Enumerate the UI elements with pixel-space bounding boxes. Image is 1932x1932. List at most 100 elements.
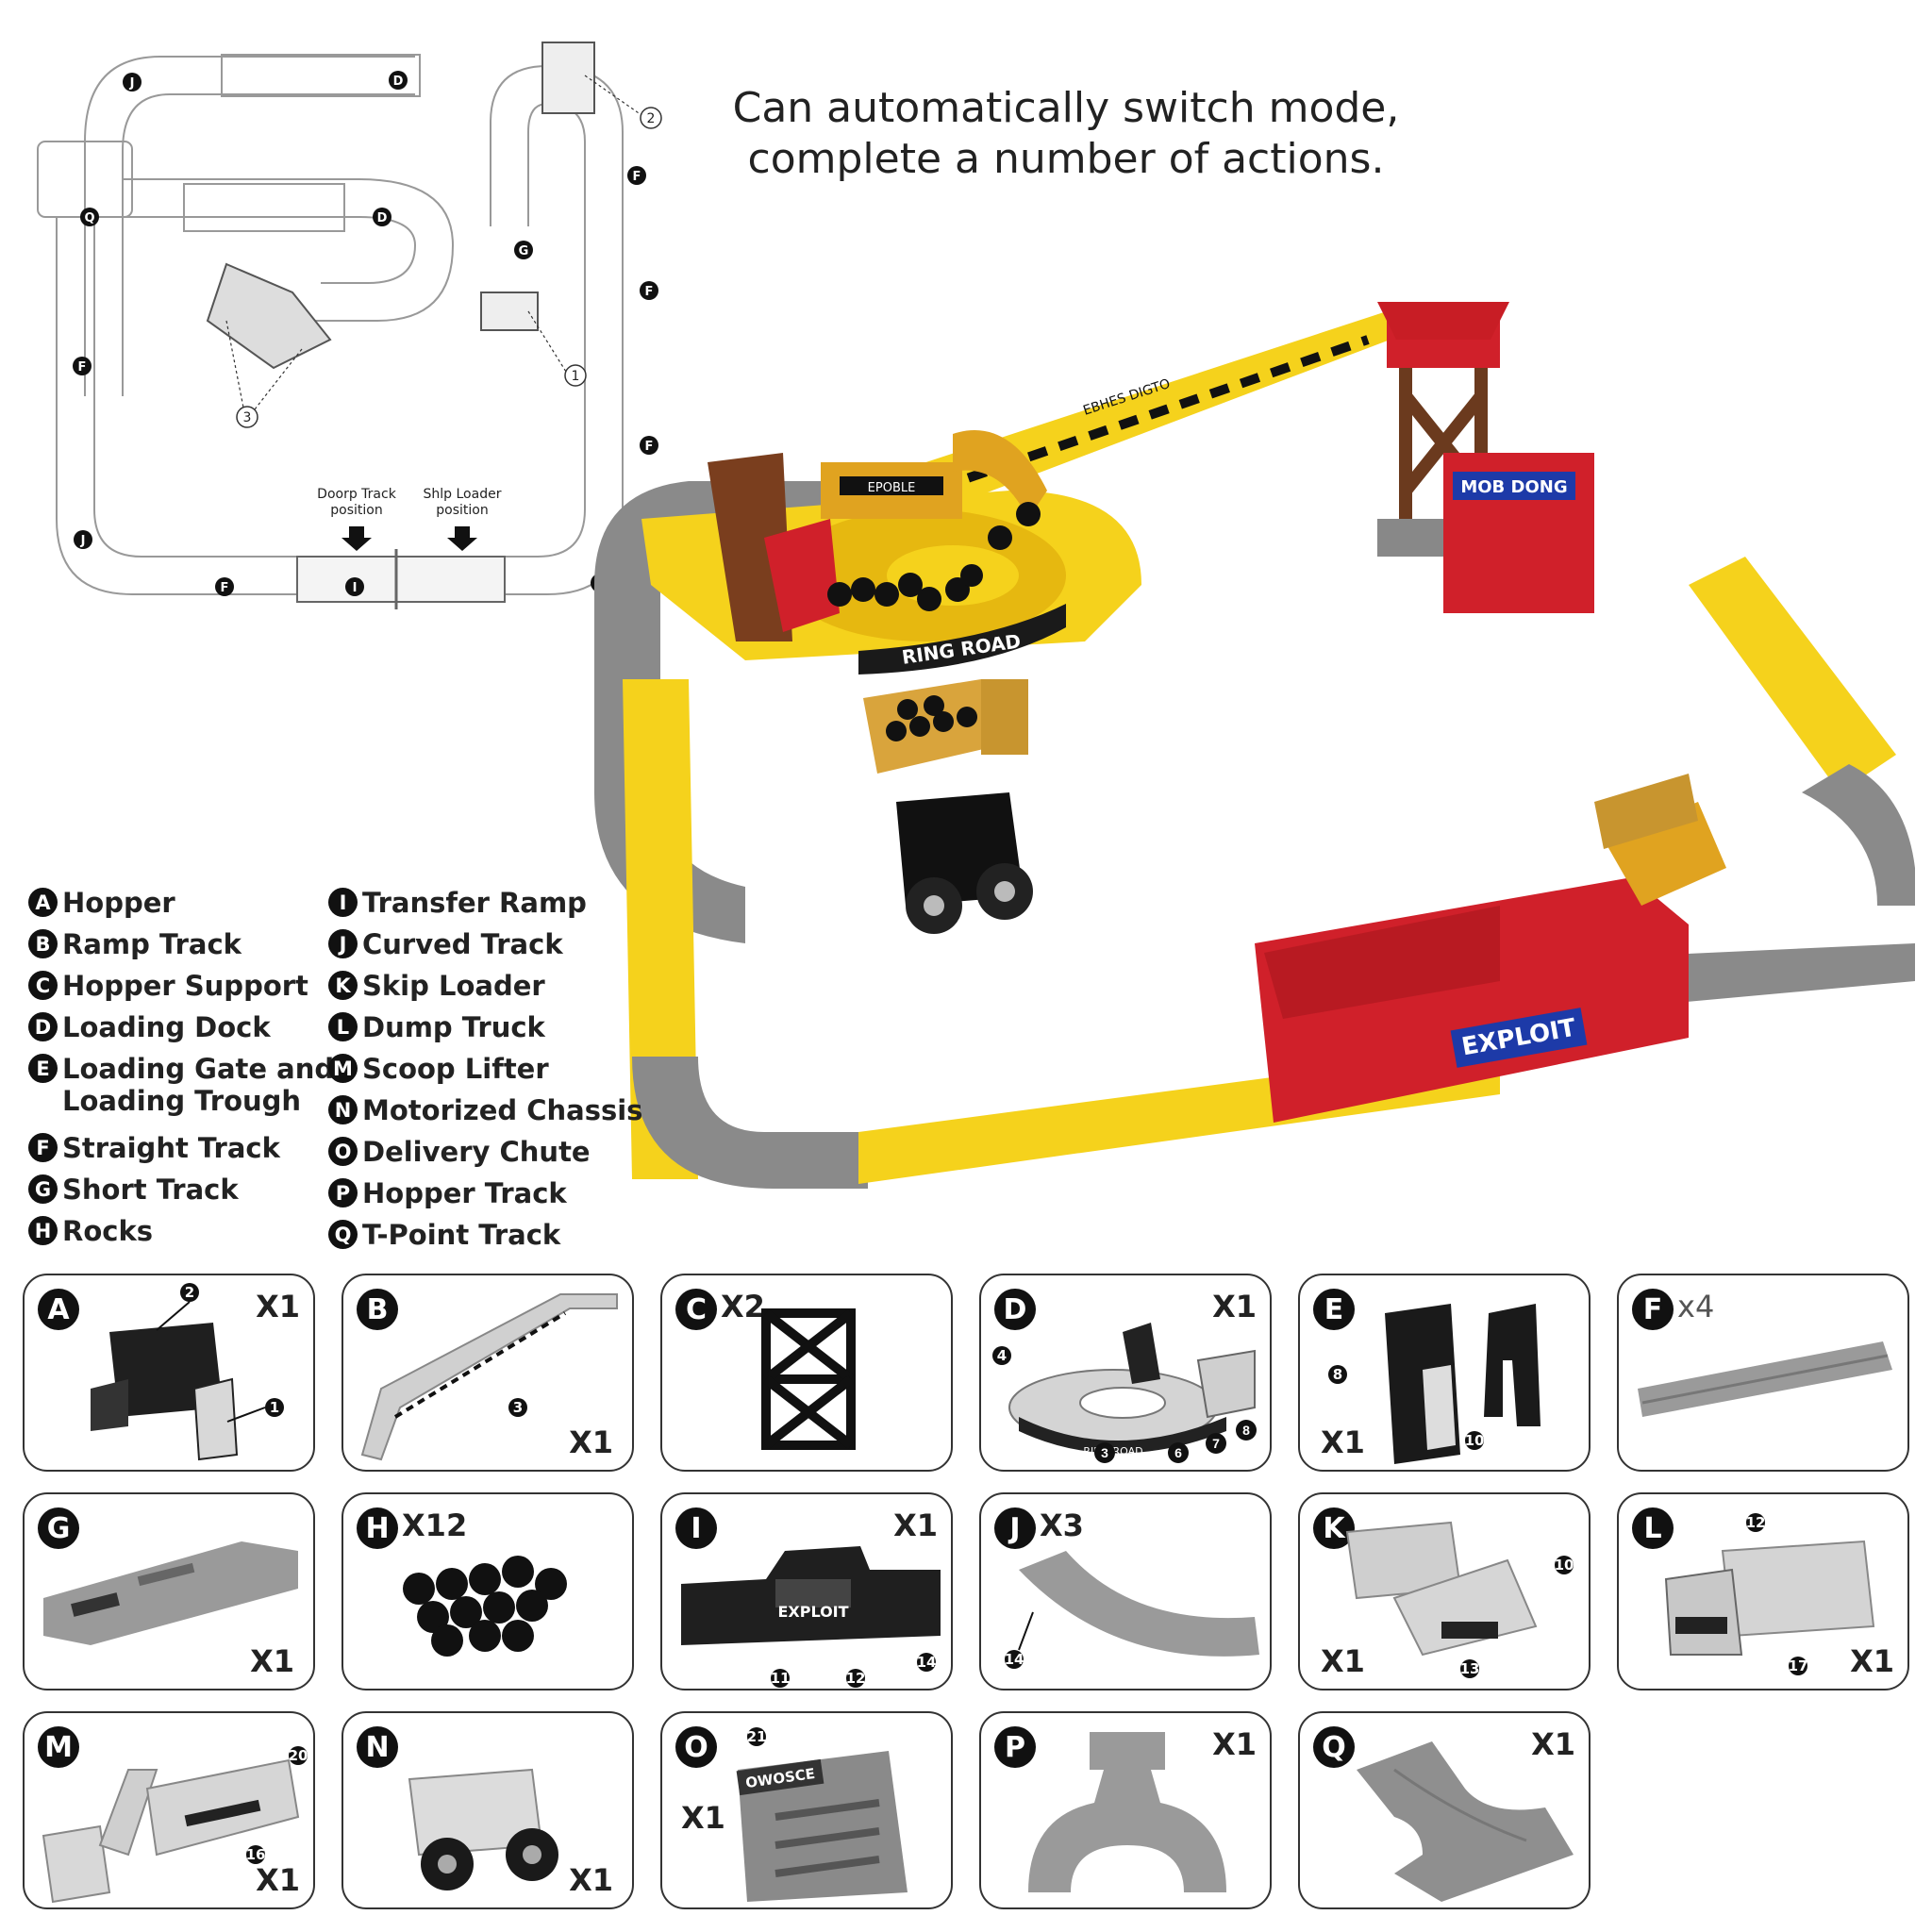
legend-badge: K <box>328 971 358 1000</box>
legend-label: Curved Track <box>362 928 563 960</box>
part-qty: X1 <box>256 1289 300 1324</box>
part-qty: X1 <box>250 1643 294 1679</box>
legend-badge: N <box>328 1095 358 1124</box>
legend-badge: H <box>28 1216 58 1245</box>
yellow-track-right <box>1689 557 1896 792</box>
part-num: 21 <box>747 1728 767 1745</box>
part-card-e: E X1 8 10 <box>1298 1274 1591 1472</box>
part-num: 3 <box>513 1399 523 1416</box>
part-badge: F <box>1632 1289 1674 1330</box>
curved-track-part: 14 <box>1005 1551 1259 1669</box>
delivery-chute <box>708 453 792 641</box>
motorized-chassis-part <box>408 1768 558 1890</box>
part-num: 8 <box>1333 1366 1342 1383</box>
part-card-i: I X1 EXPLOIT 11 12 14 <box>660 1492 953 1690</box>
legend-label: Hopper Support <box>62 970 308 1002</box>
diagram-letter-f-bottom: F <box>221 581 229 595</box>
legend-label: Short Track <box>62 1174 239 1206</box>
diagram-letter-g: G <box>519 244 529 258</box>
part-badge: N <box>357 1726 398 1768</box>
part-card-a: A X1 2 1 <box>23 1274 315 1472</box>
part-num: 13 <box>1460 1660 1480 1677</box>
delivery-chute-part: OWOSCE 21 <box>736 1727 908 1902</box>
diagram-letter-q: Q <box>84 211 94 225</box>
part-card-m: M X1 20 16 <box>23 1711 315 1909</box>
part-badge: O <box>675 1726 717 1768</box>
part-badge: H <box>357 1507 398 1549</box>
part-badge: P <box>994 1726 1036 1768</box>
grey-track-right-curve <box>1802 764 1915 906</box>
legend-label: Scoop Lifter <box>362 1053 549 1085</box>
part-num: 3 <box>1094 1442 1115 1463</box>
headline: Can automatically switch mode, complete … <box>717 83 1415 185</box>
part-qty: X1 <box>1212 1289 1257 1324</box>
part-qty: X1 <box>893 1507 938 1543</box>
part-num: 4 <box>997 1347 1007 1364</box>
legend-label: Delivery Chute <box>362 1136 591 1168</box>
loading-dock-part: RING ROAD 4 <box>992 1323 1256 1457</box>
legend-badge: E <box>28 1054 58 1083</box>
part-num: 16 <box>246 1846 266 1863</box>
transfer-ramp-part: EXPLOIT 11 12 14 <box>681 1546 941 1688</box>
part-num: 8 <box>1236 1420 1257 1441</box>
part-num: 14 <box>1005 1651 1024 1668</box>
part-badge: G <box>38 1507 79 1549</box>
legend-label: Hopper Track <box>362 1177 567 1209</box>
legend-badge: J <box>328 929 358 958</box>
legend-badge: B <box>28 929 58 958</box>
legend-label: T-Point Track <box>362 1219 561 1251</box>
headline-line-1: Can automatically switch mode, <box>732 84 1400 132</box>
diagram-letter-f-right-mid: F <box>645 285 654 299</box>
straight-track-part <box>1638 1341 1892 1417</box>
hopper-sign: EPOBLE <box>868 481 916 495</box>
legend-badge: D <box>28 1012 58 1041</box>
part-card-o: O X1 OWOSCE 21 <box>660 1711 953 1909</box>
part-card-c: C X2 <box>660 1274 953 1472</box>
legend-badge: I <box>328 888 358 917</box>
legend-label: Transfer Ramp <box>362 887 587 919</box>
scoop-arm <box>953 430 1047 519</box>
diagram-letter-d-top: D <box>393 75 404 89</box>
part-card-h: H X12 <box>341 1492 634 1690</box>
part-qty: X1 <box>1321 1643 1365 1679</box>
grey-track-bottom-left <box>632 1057 868 1189</box>
dump-track-label-2: position <box>330 503 382 518</box>
part-qty: X1 <box>681 1800 725 1836</box>
legend-badge: C <box>28 971 58 1000</box>
skip-loader-part: 10 13 <box>1345 1521 1574 1678</box>
part-num: 10 <box>1555 1557 1574 1574</box>
part-qty: X1 <box>1212 1726 1257 1762</box>
part-qty: X12 <box>402 1507 468 1543</box>
callout-2: 2 <box>647 111 656 126</box>
short-track-part <box>43 1541 298 1645</box>
diagram-letter-j-bottom-left: J <box>80 534 86 548</box>
callout-3: 3 <box>243 410 252 425</box>
hopper-support <box>1399 368 1488 528</box>
diagram-letter-j-top: J <box>129 76 135 91</box>
diagram-letter-f-right-lower: F <box>645 440 654 454</box>
part-badge: J <box>994 1507 1036 1549</box>
part-num: 12 <box>846 1670 866 1687</box>
part-card-l: L X1 12 17 <box>1617 1492 1909 1690</box>
diagram-letter-f-right-upper: F <box>633 170 641 184</box>
legend-label: Skip Loader <box>362 970 545 1002</box>
sign-top: MOB DONG <box>1460 477 1567 497</box>
legend-badge: A <box>28 888 58 917</box>
part-qty: X1 <box>569 1424 613 1460</box>
hopper-part: 2 1 <box>91 1283 284 1461</box>
diagram-letter-f-left: F <box>78 360 87 375</box>
